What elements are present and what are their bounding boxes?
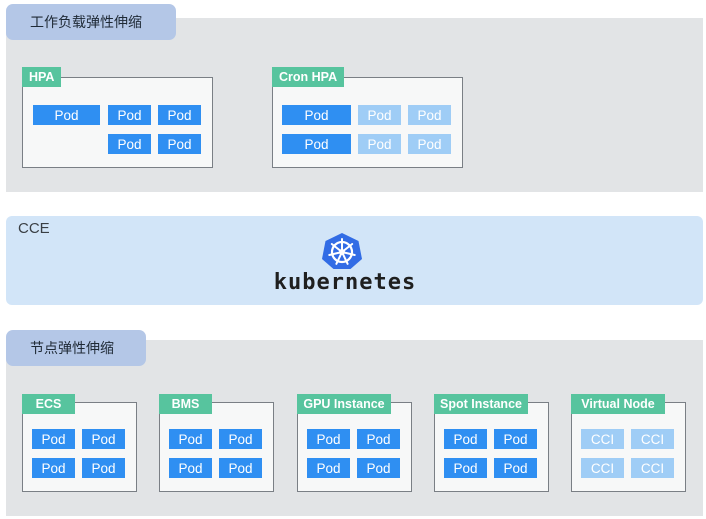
bms-pod: Pod <box>219 429 262 449</box>
gpu-instance-pod: Pod <box>357 458 400 478</box>
kubernetes-logo-icon <box>322 233 362 269</box>
ecs-tag: ECS <box>22 394 75 414</box>
virtual-node-cci: CCI <box>631 429 674 449</box>
kubernetes-wordmark: kubernetes <box>273 270 417 295</box>
ecs-pod: Pod <box>82 458 125 478</box>
gpu-instance-pod: Pod <box>307 429 350 449</box>
ecs-pod: Pod <box>32 429 75 449</box>
virtual-node-cci: CCI <box>581 458 624 478</box>
spot-instance-tag: Spot Instance <box>434 394 528 414</box>
bms-pod: Pod <box>169 458 212 478</box>
hpa-pod: Pod <box>158 105 201 125</box>
spot-instance-pod: Pod <box>444 458 487 478</box>
spot-instance-pod: Pod <box>494 458 537 478</box>
spot-instance-pod: Pod <box>494 429 537 449</box>
bms-tag: BMS <box>159 394 212 414</box>
hpa-tag: HPA <box>22 67 62 87</box>
hpa-pod: Pod <box>33 105 100 125</box>
cron-hpa-pod: Pod <box>282 134 351 154</box>
virtual-node-tag: Virtual Node <box>571 394 665 414</box>
spot-instance-pod: Pod <box>444 429 487 449</box>
ecs-pod: Pod <box>82 429 125 449</box>
node-scaling-title: 节点弹性伸缩 <box>6 330 146 366</box>
cron-hpa-pod-inactive: Pod <box>358 134 401 154</box>
virtual-node-cci: CCI <box>631 458 674 478</box>
workload-scaling-title: 工作负载弹性伸缩 <box>6 4 176 40</box>
cron-hpa-pod: Pod <box>282 105 351 125</box>
bms-pod: Pod <box>219 458 262 478</box>
gpu-instance-pod: Pod <box>307 458 350 478</box>
hpa-pod: Pod <box>108 105 151 125</box>
virtual-node-cci: CCI <box>581 429 624 449</box>
cron-hpa-pod-inactive: Pod <box>408 134 451 154</box>
cron-hpa-pod-inactive: Pod <box>358 105 401 125</box>
cron-hpa-pod-inactive: Pod <box>408 105 451 125</box>
cron-hpa-tag: Cron HPA <box>272 67 345 87</box>
gpu-instance-tag: GPU Instance <box>297 394 391 414</box>
hpa-pod: Pod <box>108 134 151 154</box>
bms-pod: Pod <box>169 429 212 449</box>
hpa-pod: Pod <box>158 134 201 154</box>
cce-label: CCE <box>18 220 50 237</box>
gpu-instance-pod: Pod <box>357 429 400 449</box>
ecs-pod: Pod <box>32 458 75 478</box>
